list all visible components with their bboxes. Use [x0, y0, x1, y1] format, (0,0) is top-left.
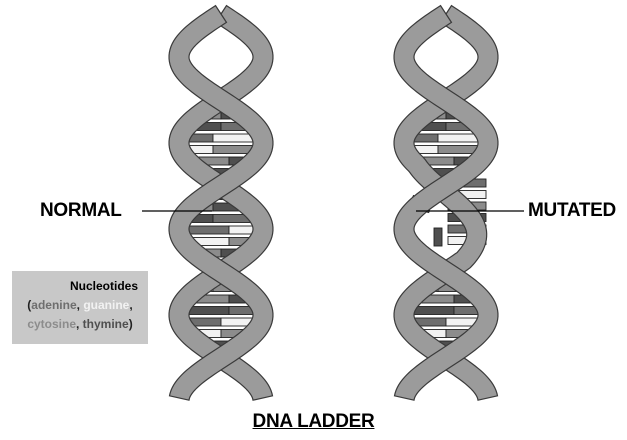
legend-line-1: (adenine, guanine,: [16, 296, 144, 315]
legend-cytosine: cytosine: [27, 317, 76, 331]
legend-comma: ,: [76, 317, 83, 331]
legend-guanine: guanine: [83, 298, 129, 312]
legend-close-paren: ): [129, 317, 133, 331]
legend-thymine: thymine: [83, 317, 129, 331]
legend-heading: Nucleotides: [16, 277, 144, 296]
nucleotides-legend: Nucleotides (adenine, guanine, cytosine,…: [12, 271, 148, 344]
legend-adenine: adenine: [31, 298, 76, 312]
diagram-title: DNA LADDER: [0, 411, 627, 433]
mutated-label: MUTATED: [528, 200, 616, 222]
normal-dna-helix: [169, 6, 273, 401]
legend-comma: ,: [129, 298, 132, 312]
normal-label: NORMAL: [40, 200, 122, 222]
loose-nucleotide: [434, 228, 442, 246]
mutated-dna-helix: [394, 6, 498, 401]
legend-line-2: cytosine, thymine): [16, 315, 144, 334]
